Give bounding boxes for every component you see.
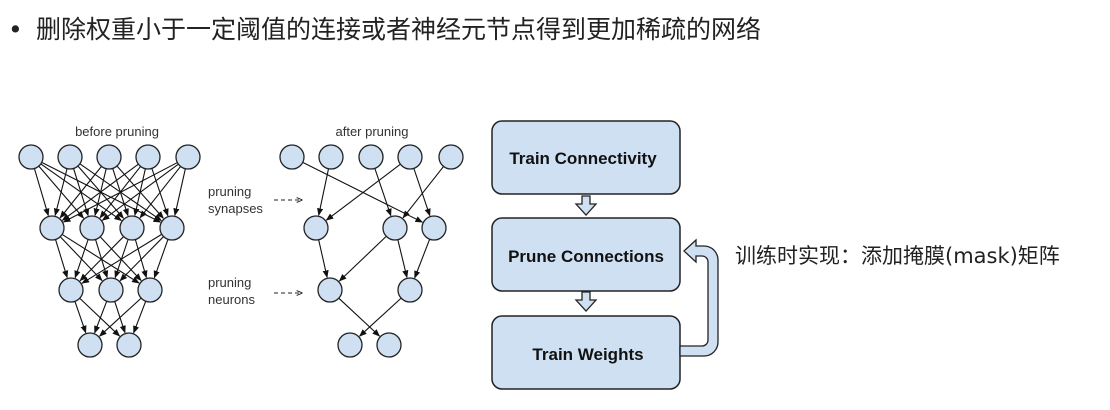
after-neuron-node [337, 332, 363, 358]
connection-edge [101, 163, 179, 221]
svg-text:Prune Connections: Prune Connections [508, 247, 664, 266]
connection-edge [414, 238, 431, 279]
before-neuron-node [135, 144, 161, 170]
training-note: 训练时实现：添加掩膜(mask)矩阵 [735, 244, 1060, 268]
before-neuron-node [57, 144, 83, 170]
after-neuron-node [318, 144, 344, 170]
connection-edge [153, 239, 169, 279]
connection-edge [54, 239, 69, 279]
before-neuron-node [116, 332, 142, 358]
flow-step-train-connectivity: Train Connectivity [491, 120, 681, 195]
heading-bullet: • 删除权重小于一定阈值的连接或者神经元节点得到更加稀疏的网络 [8, 10, 761, 46]
after-neuron-node [376, 332, 402, 358]
before-neuron-node [159, 215, 185, 241]
connection-edge [318, 239, 329, 279]
pruning-synapses-label-2: synapses [208, 201, 263, 216]
connection-edge [173, 168, 186, 217]
connection-edge [74, 239, 89, 279]
flow-step-prune-connections: Prune Connections [491, 217, 681, 292]
after-neuron-node [317, 277, 343, 303]
pruning-neurons-label-2: neurons [208, 292, 255, 307]
connection-edge [99, 236, 142, 282]
connection-edge [94, 301, 108, 334]
feedback-loop-arrow-icon [679, 238, 719, 357]
connection-edge [81, 233, 163, 284]
before-pruning-title: before pruning [75, 124, 159, 139]
after-neuron-node [358, 144, 384, 170]
connection-edge [397, 239, 409, 279]
after-neuron-node [438, 144, 464, 170]
connection-edge [338, 235, 387, 282]
after-neuron-node [382, 215, 408, 241]
connection-edge [119, 236, 164, 282]
before-neuron-node [96, 144, 122, 170]
svg-text:Train Connectivity: Train Connectivity [509, 149, 657, 168]
before-neuron-node [137, 277, 163, 303]
after-neuron-node [303, 215, 329, 241]
pruning-neurons-label-1: pruning [208, 275, 251, 290]
connection-edge [139, 166, 182, 219]
pruning-synapses-label-1: pruning [208, 184, 251, 199]
before-neuron-node [79, 215, 105, 241]
connection-edge [325, 163, 401, 221]
connection-edge [59, 166, 102, 219]
before-neuron-node [39, 215, 65, 241]
connection-edge [79, 297, 121, 337]
connection-edge [402, 166, 445, 219]
connection-edge [62, 162, 178, 223]
before-neuron-node [77, 332, 103, 358]
before-neuron-node [98, 277, 124, 303]
after-neuron-node [279, 144, 305, 170]
connection-edge [79, 236, 124, 282]
before-neuron-node [175, 144, 201, 170]
down-arrow-icon [574, 195, 598, 216]
down-arrow-icon [574, 291, 598, 312]
connection-edge [338, 297, 381, 337]
connection-edge [99, 297, 142, 337]
before-neuron-node [18, 144, 44, 170]
bullet-dot: • [8, 15, 23, 44]
after-neuron-node [421, 215, 447, 241]
connection-edge [133, 301, 147, 334]
after-neuron-node [397, 144, 423, 170]
connection-edge [74, 301, 87, 334]
connection-edge [53, 168, 68, 217]
connection-edge [134, 239, 148, 279]
after-neuron-node [397, 277, 423, 303]
connection-edge [33, 168, 50, 217]
connection-edge [359, 297, 402, 337]
before-neuron-node [58, 277, 84, 303]
after-pruning-title: after pruning [336, 124, 409, 139]
flow-step-train-weights: Train Weights [491, 315, 681, 390]
connection-edge [61, 163, 139, 221]
heading-text: 删除权重小于一定阈值的连接或者神经元节点得到更加稀疏的网络 [36, 15, 762, 44]
svg-text:Train Weights: Train Weights [532, 345, 643, 364]
connection-edge [413, 168, 431, 217]
before-neuron-node [119, 215, 145, 241]
connection-edge [374, 168, 392, 217]
connection-edge [317, 168, 330, 217]
